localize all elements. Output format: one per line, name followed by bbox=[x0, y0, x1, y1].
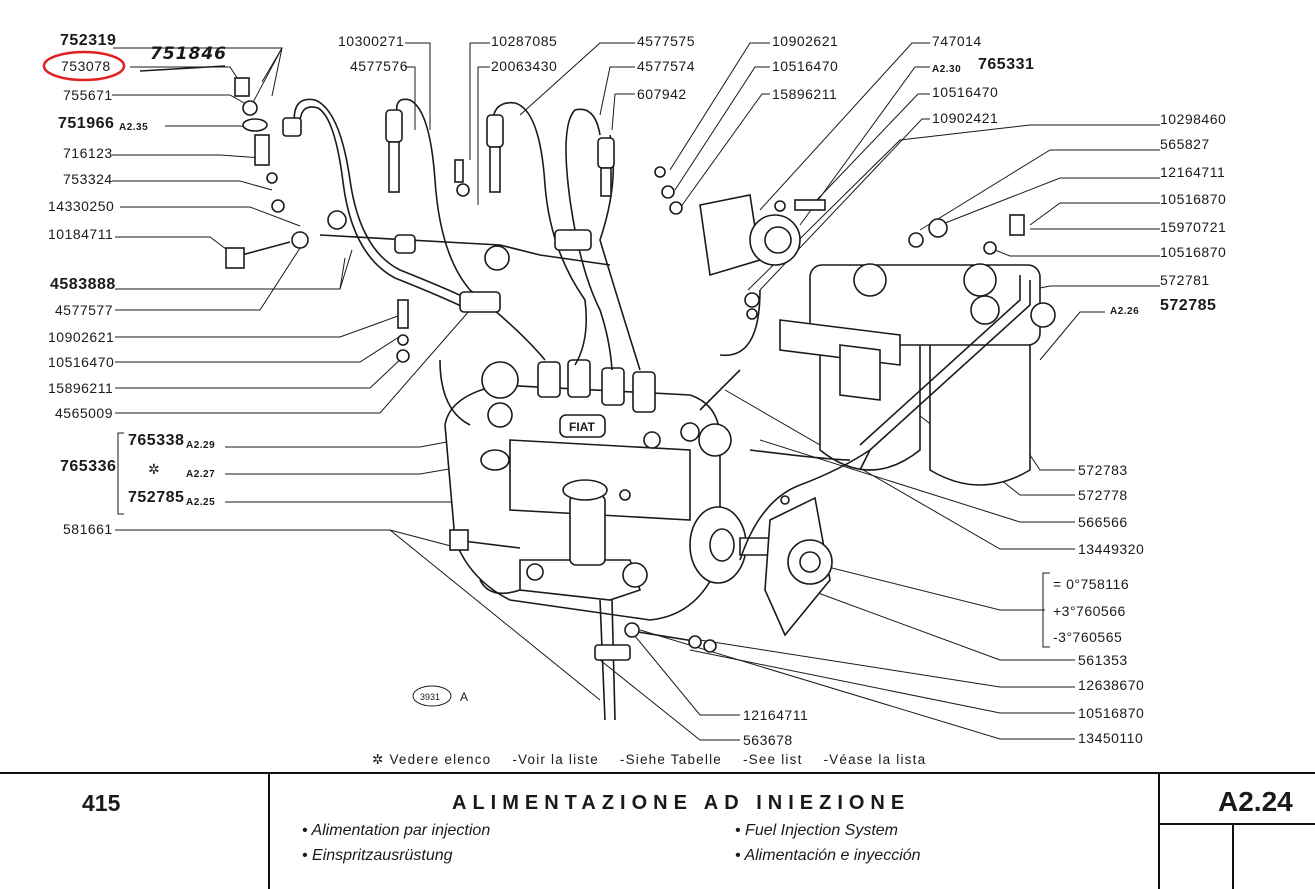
part-15896211: 15896211 bbox=[48, 380, 114, 396]
part-765331: 765331 bbox=[978, 56, 1035, 73]
drive-hub-and-plate bbox=[764, 495, 833, 637]
ref-a2-30: A2.30 bbox=[932, 64, 962, 75]
part-751966: 751966 bbox=[58, 115, 115, 132]
part-10298460: 10298460 bbox=[1160, 111, 1227, 127]
part-15896211-top: 15896211 bbox=[772, 86, 838, 102]
legend-es: -Véase la lista bbox=[823, 752, 927, 767]
figure-id: 3931 bbox=[420, 692, 440, 702]
leader-lines bbox=[112, 42, 1160, 741]
part-760565: -3°760565 bbox=[1053, 629, 1123, 645]
footer-divider-left bbox=[268, 774, 270, 889]
figure-suffix: A bbox=[460, 690, 468, 704]
legend-en: -See list bbox=[742, 752, 803, 767]
part-12164711-bottom: 12164711 bbox=[743, 707, 809, 723]
part-10300271: 10300271 bbox=[338, 33, 405, 49]
part-765336: 765336 bbox=[60, 458, 117, 475]
part-752319: 752319 bbox=[60, 32, 117, 49]
part-561353: 561353 bbox=[1078, 652, 1128, 668]
subtitle-de: • Einspritzausrüstung bbox=[302, 847, 453, 864]
page-title: ALIMENTAZIONE AD INIEZIONE bbox=[452, 792, 911, 814]
exploded-parts-diagram: FIAT bbox=[42, 32, 1227, 768]
part-4577575: 4577575 bbox=[637, 33, 696, 49]
part-753324: 753324 bbox=[63, 171, 113, 187]
part-15970721: 15970721 bbox=[1160, 219, 1227, 235]
page-number: 415 bbox=[82, 790, 121, 816]
fuel-filters bbox=[779, 263, 1056, 486]
part-12638670: 12638670 bbox=[1078, 677, 1145, 693]
part-10516870: 10516870 bbox=[1160, 191, 1227, 207]
ref-a2-35: A2.35 bbox=[119, 122, 149, 133]
part-13449320: 13449320 bbox=[1078, 541, 1145, 557]
footer-divider-right bbox=[1158, 774, 1160, 889]
diagram-drawing: FIAT bbox=[42, 42, 1160, 741]
legend-note: ✲ Vedere elenco -Voir la liste -Siehe Ta… bbox=[372, 752, 942, 768]
part-572778: 572778 bbox=[1078, 487, 1128, 503]
part-4577577: 4577577 bbox=[55, 302, 114, 318]
figure-id-oval bbox=[412, 685, 452, 707]
part-13450110: 13450110 bbox=[1078, 730, 1144, 746]
footer-grid-v bbox=[1232, 823, 1234, 889]
legend-de: -Siehe Tabelle bbox=[619, 752, 722, 767]
part-10902621: 10902621 bbox=[48, 329, 115, 345]
part-752785: 752785 bbox=[128, 489, 185, 506]
part-753078: 753078 bbox=[61, 58, 111, 74]
part-10516470: 10516470 bbox=[48, 354, 115, 370]
page-footer: 415 ALIMENTAZIONE AD INIEZIONE A2.24 • A… bbox=[0, 772, 1315, 889]
part-10516870-b: 10516870 bbox=[1160, 244, 1227, 260]
injectors bbox=[282, 109, 615, 197]
ref-a2-29: A2.29 bbox=[186, 440, 216, 451]
legend-fr: -Voir la liste bbox=[512, 752, 599, 767]
handwritten-note: 751846 bbox=[150, 44, 227, 64]
part-4577574: 4577574 bbox=[637, 58, 696, 74]
fiat-marking: FIAT bbox=[569, 420, 595, 434]
part-755671: 755671 bbox=[63, 87, 113, 103]
page-code: A2.24 bbox=[1218, 786, 1293, 817]
part-758116: = 0°758116 bbox=[1053, 576, 1130, 592]
part-565827: 565827 bbox=[1160, 136, 1210, 152]
part-572783: 572783 bbox=[1078, 462, 1128, 478]
part-563678: 563678 bbox=[743, 732, 793, 748]
part-10516470-top: 10516470 bbox=[772, 58, 839, 74]
part-10516470-top2: 10516470 bbox=[932, 84, 999, 100]
part-760566: +3°760566 bbox=[1053, 603, 1126, 619]
part-10902421: 10902421 bbox=[932, 110, 999, 126]
part-747014: 747014 bbox=[932, 33, 982, 49]
ref-a2-25: A2.25 bbox=[186, 497, 216, 508]
part-20063430: 20063430 bbox=[491, 58, 558, 74]
part-572785: 572785 bbox=[1160, 297, 1217, 314]
subtitle-en: • Fuel Injection System bbox=[735, 822, 898, 839]
ref-a2-27: A2.27 bbox=[186, 469, 216, 480]
hand-primer-pump bbox=[449, 479, 648, 721]
part-14330250: 14330250 bbox=[48, 198, 115, 214]
part-581661: 581661 bbox=[63, 521, 113, 537]
part-4583888: 4583888 bbox=[50, 276, 116, 293]
part-765338: 765338 bbox=[128, 432, 185, 449]
part-716123: 716123 bbox=[63, 145, 113, 161]
part-10184711: 10184711 bbox=[48, 226, 114, 242]
footer-grid-h bbox=[1160, 823, 1315, 825]
star-symbol: ✲ bbox=[148, 461, 161, 477]
part-4577576: 4577576 bbox=[350, 58, 409, 74]
highlight-circle bbox=[42, 50, 126, 82]
part-566566: 566566 bbox=[1078, 514, 1128, 530]
part-10516870-c: 10516870 bbox=[1078, 705, 1145, 721]
part-572781: 572781 bbox=[1160, 272, 1210, 288]
part-12164711: 12164711 bbox=[1160, 164, 1226, 180]
legend-it: ✲ Vedere elenco bbox=[372, 752, 492, 767]
part-10902621-top: 10902621 bbox=[772, 33, 839, 49]
subtitle-fr: • Alimentation par injection bbox=[302, 822, 491, 839]
small-parts bbox=[225, 77, 1025, 653]
part-4565009: 4565009 bbox=[55, 405, 114, 421]
subtitle-es: • Alimentación e inyección bbox=[735, 847, 921, 864]
part-607942: 607942 bbox=[637, 86, 687, 102]
ref-a2-26: A2.26 bbox=[1110, 306, 1140, 317]
part-10287085: 10287085 bbox=[491, 33, 558, 49]
